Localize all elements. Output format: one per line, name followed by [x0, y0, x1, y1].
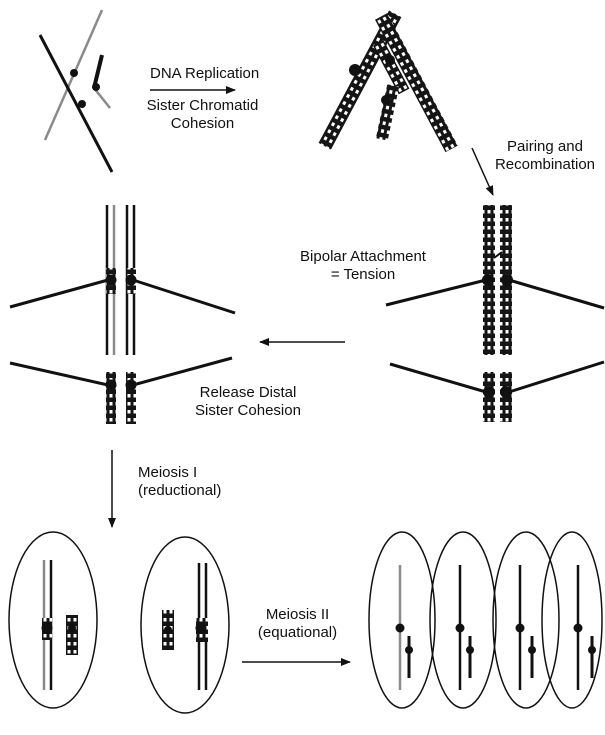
unreplicated-chromosomes — [40, 10, 112, 172]
label-release-line-1: Release Distal — [188, 384, 308, 402]
label-bipolar-attachment: Bipolar Attachment = Tension — [293, 248, 433, 284]
gamete-2 — [430, 532, 496, 708]
gamete-3 — [493, 532, 559, 708]
label-pairing-line-2: Recombination — [490, 156, 600, 174]
label-release-line-2: Sister Cohesion — [188, 402, 308, 420]
gamete-1 — [369, 532, 435, 708]
label-meiosis-1: Meiosis I (reductional) — [138, 464, 233, 500]
bivalent-tension — [386, 205, 604, 422]
label-dna-replication: DNA Replication — [150, 65, 260, 83]
label-dna-replication-text: DNA Replication — [150, 65, 260, 83]
label-release-cohesion: Release Distal Sister Cohesion — [188, 384, 308, 420]
label-sister-cohesion-line-1: Sister Chromatid — [140, 97, 265, 115]
label-bipolar-line-1: Bipolar Attachment — [293, 248, 433, 266]
label-meiosis-1-line-1: Meiosis I — [138, 464, 233, 482]
label-meiosis-2-line-1: Meiosis II — [245, 606, 350, 624]
label-sister-cohesion: Sister Chromatid Cohesion — [140, 97, 265, 133]
label-meiosis-2: Meiosis II (equational) — [245, 606, 350, 642]
label-pairing-line-1: Pairing and — [490, 138, 600, 156]
label-meiosis-2-line-2: (equational) — [245, 624, 350, 642]
label-meiosis-1-line-2: (reductional) — [138, 482, 233, 500]
replicated-chromosomes — [319, 10, 458, 152]
meiosis-1-cell-right — [141, 537, 229, 713]
meiosis-1-cell-left — [9, 532, 97, 708]
label-sister-cohesion-line-2: Cohesion — [140, 115, 265, 133]
label-pairing-recombination: Pairing and Recombination — [490, 138, 600, 174]
label-bipolar-line-2: = Tension — [293, 266, 433, 284]
gamete-4 — [542, 532, 602, 708]
